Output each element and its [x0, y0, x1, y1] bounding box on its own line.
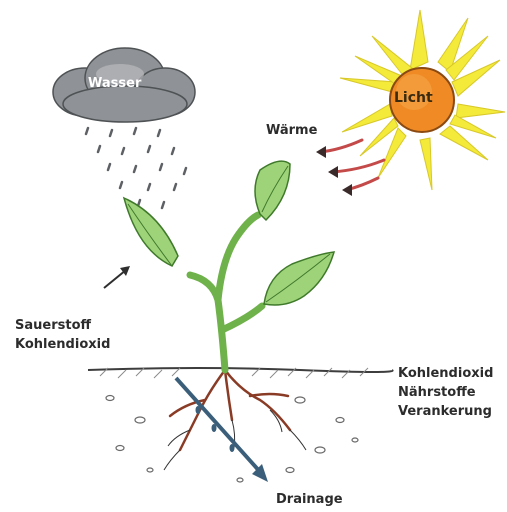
- rain-drops: [86, 128, 186, 208]
- co2-left-label: Kohlendioxid: [15, 335, 110, 354]
- co2-right-label: Kohlendioxid: [398, 364, 493, 383]
- drainage-label: Drainage: [276, 490, 343, 509]
- cloud-label: Wasser: [88, 76, 141, 91]
- anchoring-label: Verankerung: [398, 402, 493, 421]
- gas-exchange-arrow: [104, 270, 126, 288]
- heat-label: Wärme: [266, 121, 317, 140]
- oxygen-label: Sauerstoff: [15, 316, 110, 335]
- leaf-left: [124, 198, 178, 266]
- left-label-group: Sauerstoff Kohlendioxid: [15, 316, 110, 354]
- sun-label: Licht: [394, 90, 433, 106]
- soil-surface: [88, 368, 393, 372]
- heat-arrows: [320, 140, 384, 190]
- leaves: [124, 161, 334, 305]
- right-label-group: Kohlendioxid Nährstoffe Verankerung: [398, 364, 493, 421]
- stems: [190, 215, 262, 370]
- nutrients-label: Nährstoffe: [398, 383, 493, 402]
- drainage-drops: [196, 406, 235, 452]
